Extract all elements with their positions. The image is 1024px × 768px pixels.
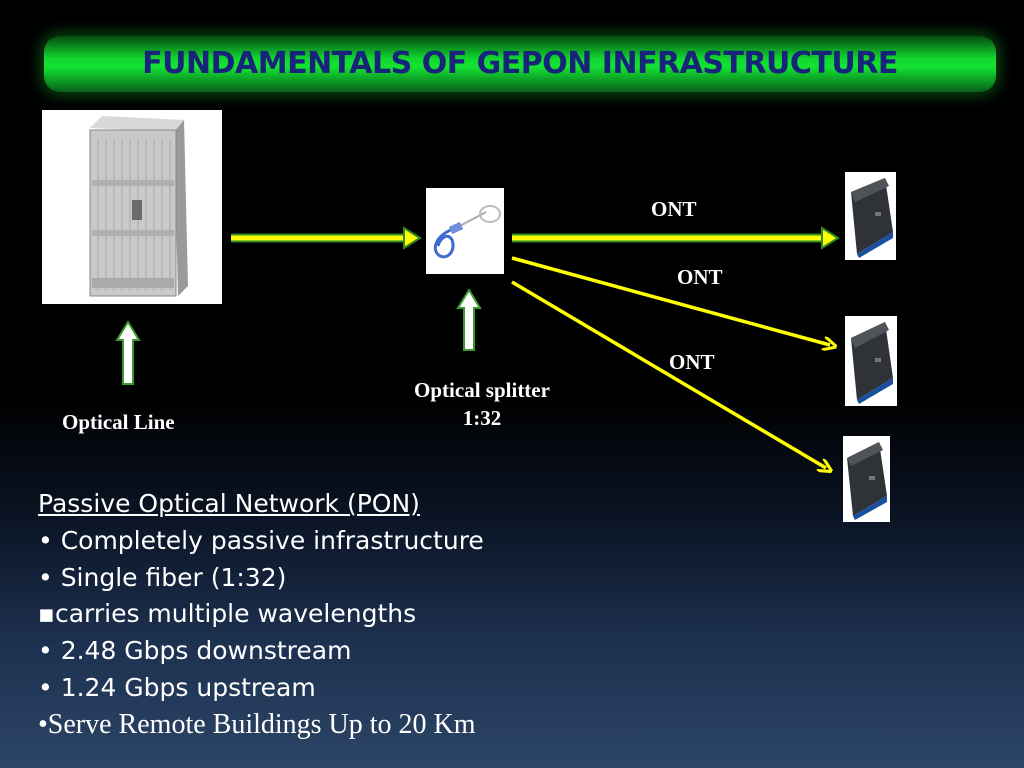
splitter-label-name: Optical splitter — [414, 378, 550, 402]
section-heading: Passive Optical Network (PON) — [38, 489, 420, 518]
splitter-to-ont2-arrow — [511, 256, 830, 345]
olt-label: Optical Line — [62, 410, 175, 434]
slide-title: FUNDAMENTALS OF GEPON INFRASTRUCTURE — [142, 46, 898, 81]
pon-description: Passive Optical Network (PON) • Complete… — [38, 486, 658, 744]
bullet-item: ▪carries multiple wavelengths — [38, 599, 417, 629]
ont-label: ONT — [677, 265, 723, 289]
optical-splitter-icon — [426, 188, 504, 274]
ont-device-icon — [843, 436, 890, 522]
olt-to-splitter-arrow — [231, 226, 422, 250]
ont-device-icon — [845, 316, 897, 406]
olt-up-arrow — [115, 320, 141, 385]
splitter-to-ont3-arrow — [511, 280, 826, 468]
bullet-item: •Serve Remote Buildings Up to 20 Km — [38, 708, 476, 740]
bullet-item: • 1.24 Gbps upstream — [38, 672, 316, 702]
ont-label: ONT — [669, 350, 715, 374]
bullet-item: • 2.48 Gbps downstream — [38, 636, 352, 666]
ont-device-icon — [845, 172, 896, 260]
ont-label: ONT — [651, 197, 697, 221]
bullet-item: • Completely passive infrastructure — [38, 525, 484, 555]
splitter-to-ont1-arrow — [512, 226, 840, 250]
splitter-up-arrow — [456, 288, 482, 351]
splitter-label: Optical splitter 1:32 — [390, 376, 574, 432]
bullet-item: • Single fiber (1:32) — [38, 562, 287, 592]
title-banner: FUNDAMENTALS OF GEPON INFRASTRUCTURE — [44, 36, 996, 92]
olt-rack-icon — [42, 110, 222, 304]
splitter-label-ratio: 1:32 — [462, 406, 502, 430]
